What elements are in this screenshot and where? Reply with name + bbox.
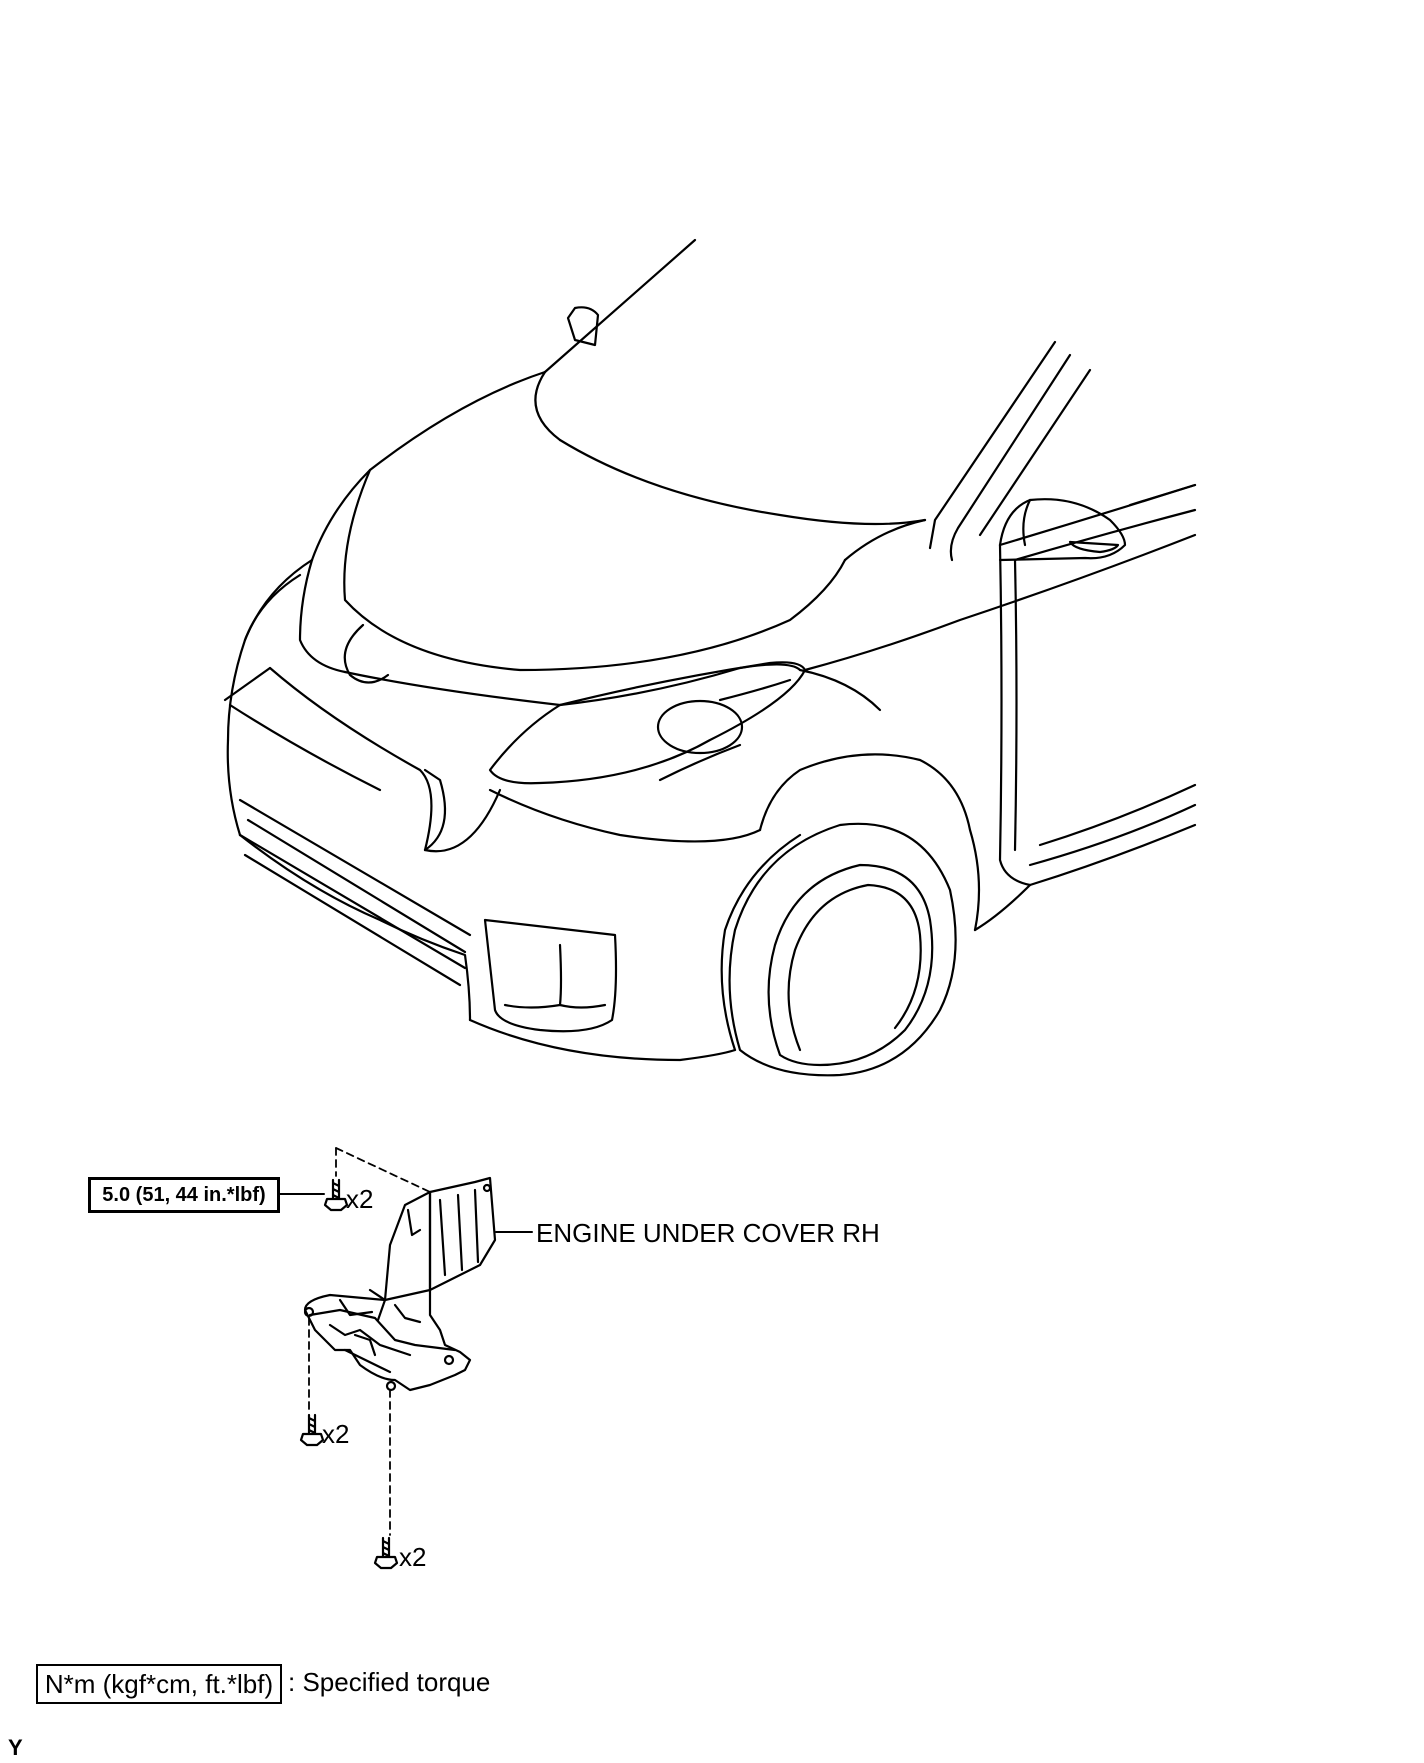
bolt-icon-left [299,1413,325,1447]
torque-legend-unit: N*m (kgf*cm, ft.*lbf) [44,1669,274,1699]
installation-guide-lines [308,1147,431,1536]
engine-under-cover-illustration [303,1176,497,1392]
bolt-quantity-left: x2 [322,1419,349,1449]
bolt-quantity-bottom: x2 [399,1542,426,1572]
torque-spec-value: 5.0 (51, 44 in.*lbf) [102,1184,266,1206]
torque-legend-box: N*m (kgf*cm, ft.*lbf) [36,1664,282,1704]
bolt-icon-top [323,1178,349,1212]
leader-lines [279,1193,533,1233]
bolt-quantity-top: x2 [346,1184,373,1214]
part-label: ENGINE UNDER COVER RH [536,1218,880,1248]
torque-spec-box: 5.0 (51, 44 in.*lbf) [88,1177,280,1213]
bolt-icon-bottom [373,1536,399,1570]
torque-legend-description: : Specified torque [288,1667,491,1697]
corner-mark: Y [8,1735,23,1760]
vehicle-illustration [223,238,1197,1077]
